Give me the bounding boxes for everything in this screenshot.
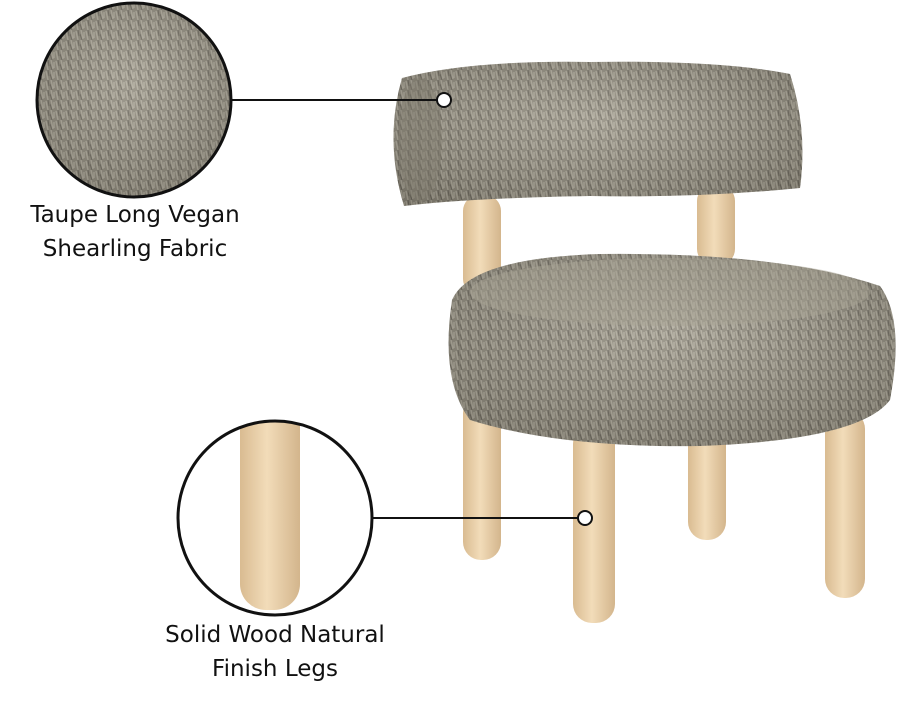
legs-swatch-frame [176,419,374,617]
wood-leg-swatch [178,421,372,615]
fabric-callout [35,1,452,199]
fabric-caption-line1: Taupe Long Vegan [30,202,240,228]
backrest-cushion [393,61,803,206]
leg-front-left [573,425,615,623]
legs-caption-line1: Solid Wood Natural [165,622,385,648]
legs-caption: Solid Wood Natural Finish Legs [135,618,415,686]
fabric-caption-line2: Shearling Fabric [42,236,228,262]
legs-caption-line2: Finish Legs [212,656,338,682]
fabric-caption: Taupe Long Vegan Shearling Fabric [10,198,260,266]
legs-callout [176,419,593,617]
fabric-swatch [37,3,231,197]
back-leg-right [697,185,735,265]
fabric-swatch-frame [35,1,233,199]
legs-pointer-dot [577,510,593,526]
leg-front-right [825,410,865,598]
fabric-pointer-dot [436,92,452,108]
seat-cushion [448,253,896,447]
